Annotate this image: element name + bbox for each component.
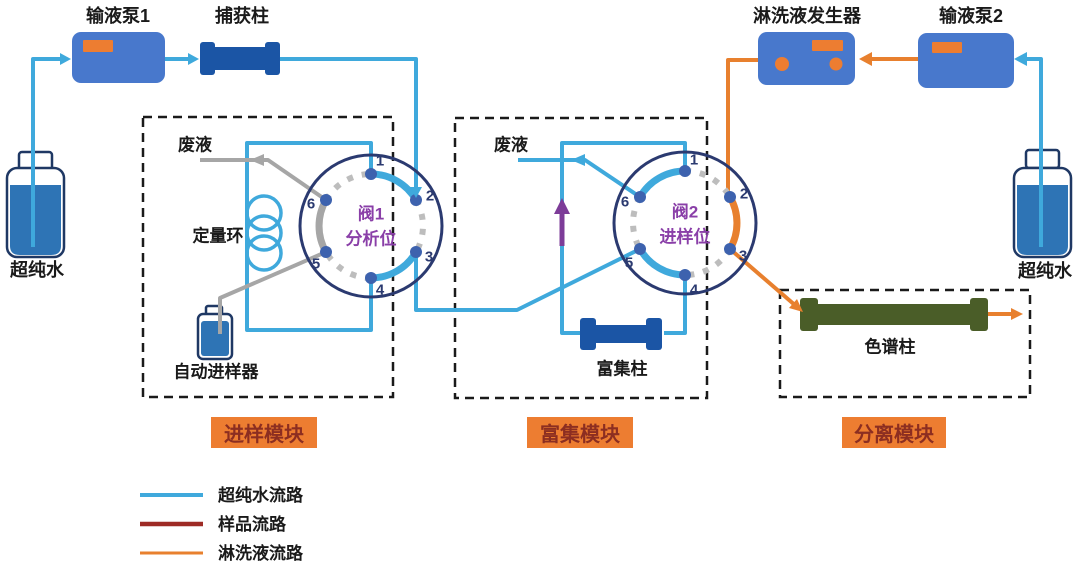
valve2-port-3: 3 (738, 247, 748, 265)
pump1-label: 输液泵1 (85, 6, 151, 26)
arrow-into-pump2 (1014, 52, 1027, 66)
injection-module-badge: 进样模块 (211, 417, 317, 448)
left-water-label: 超纯水 (10, 260, 64, 280)
pump2-label: 输液泵2 (938, 6, 1004, 26)
valve1-port-1: 1 (375, 152, 385, 170)
capture-column (200, 42, 280, 75)
module2-waste-label: 废液 (494, 135, 528, 155)
valve2-port-4: 4 (689, 281, 699, 299)
injection-module-box (141, 115, 395, 399)
sample-loop-label: 定量环 (192, 226, 244, 246)
valve1-port-6: 6 (306, 195, 316, 213)
legend-water-label: 超纯水流路 (218, 486, 303, 505)
valve1-port-5: 5 (311, 255, 321, 273)
arrow-into-valve1-port2 (410, 187, 422, 198)
sample-loop-coil (245, 194, 283, 272)
legend-eluent-label: 淋洗液流路 (218, 544, 303, 563)
valve1 (298, 153, 444, 299)
water-line-bottle-to-pump1 (31, 57, 62, 247)
valve2 (612, 150, 758, 296)
module1-waste-label: 废液 (178, 135, 212, 155)
arrow-into-pump1 (60, 53, 71, 65)
enrichment-column (580, 318, 662, 350)
right-water-label: 超纯水 (1018, 261, 1072, 281)
arrow-valve2-waste (571, 154, 585, 166)
eluent-generator (758, 32, 855, 85)
autosampler-vial (196, 304, 234, 361)
legend-sample-label: 样品流路 (218, 515, 286, 534)
left-water-bottle (5, 150, 66, 259)
water-line-capture-to-valve1 (280, 57, 418, 190)
valve1-port-3: 3 (424, 248, 434, 266)
arrow-into-generator (859, 52, 872, 66)
pump2 (918, 33, 1014, 88)
valve1-waste-line (200, 158, 328, 202)
arrow-into-capture-column (188, 53, 199, 65)
sample-flow-arrow (554, 198, 570, 246)
valve1-name: 阀1 (357, 204, 385, 224)
enrichment-column-label: 富集柱 (596, 359, 648, 379)
eluent-valve2-to-column-line (728, 247, 798, 308)
separation-module-badge: 分离模块 (842, 417, 946, 448)
capture-column-label: 捕获柱 (215, 6, 269, 26)
arrow-valve1-waste (250, 154, 264, 166)
separation-module-box (778, 288, 1032, 399)
enrichment-module-badge: 富集模块 (527, 417, 633, 448)
valve2-name: 阀2 (671, 202, 699, 222)
autosampler-to-valve1-line (218, 250, 327, 334)
pump1 (72, 32, 165, 83)
valve2-port-6: 6 (620, 193, 630, 211)
chromatography-column (800, 298, 988, 331)
valve1-port-4: 4 (375, 281, 385, 299)
eluent-generator-label: 淋洗液发生器 (753, 6, 861, 26)
eluent-generator-to-valve2-line (726, 58, 758, 194)
valve2-port-1: 1 (689, 151, 699, 169)
valve2-port-2: 2 (739, 185, 749, 203)
chromatography-column-label: 色谱柱 (864, 337, 916, 357)
valve2-position: 进样位 (659, 227, 711, 247)
valve1-port-2: 2 (425, 187, 435, 205)
autosampler-label: 自动进样器 (173, 362, 259, 382)
enrichment-module-box (453, 116, 709, 400)
arrow-column-outlet (1011, 308, 1023, 320)
valve1-position: 分析位 (345, 229, 397, 249)
arrow-into-chrom-column (789, 299, 803, 312)
valve2-port-5: 5 (624, 254, 634, 272)
valve1-to-valve2-line (414, 247, 641, 312)
water-line-bottle-to-pump2 (1025, 57, 1043, 247)
